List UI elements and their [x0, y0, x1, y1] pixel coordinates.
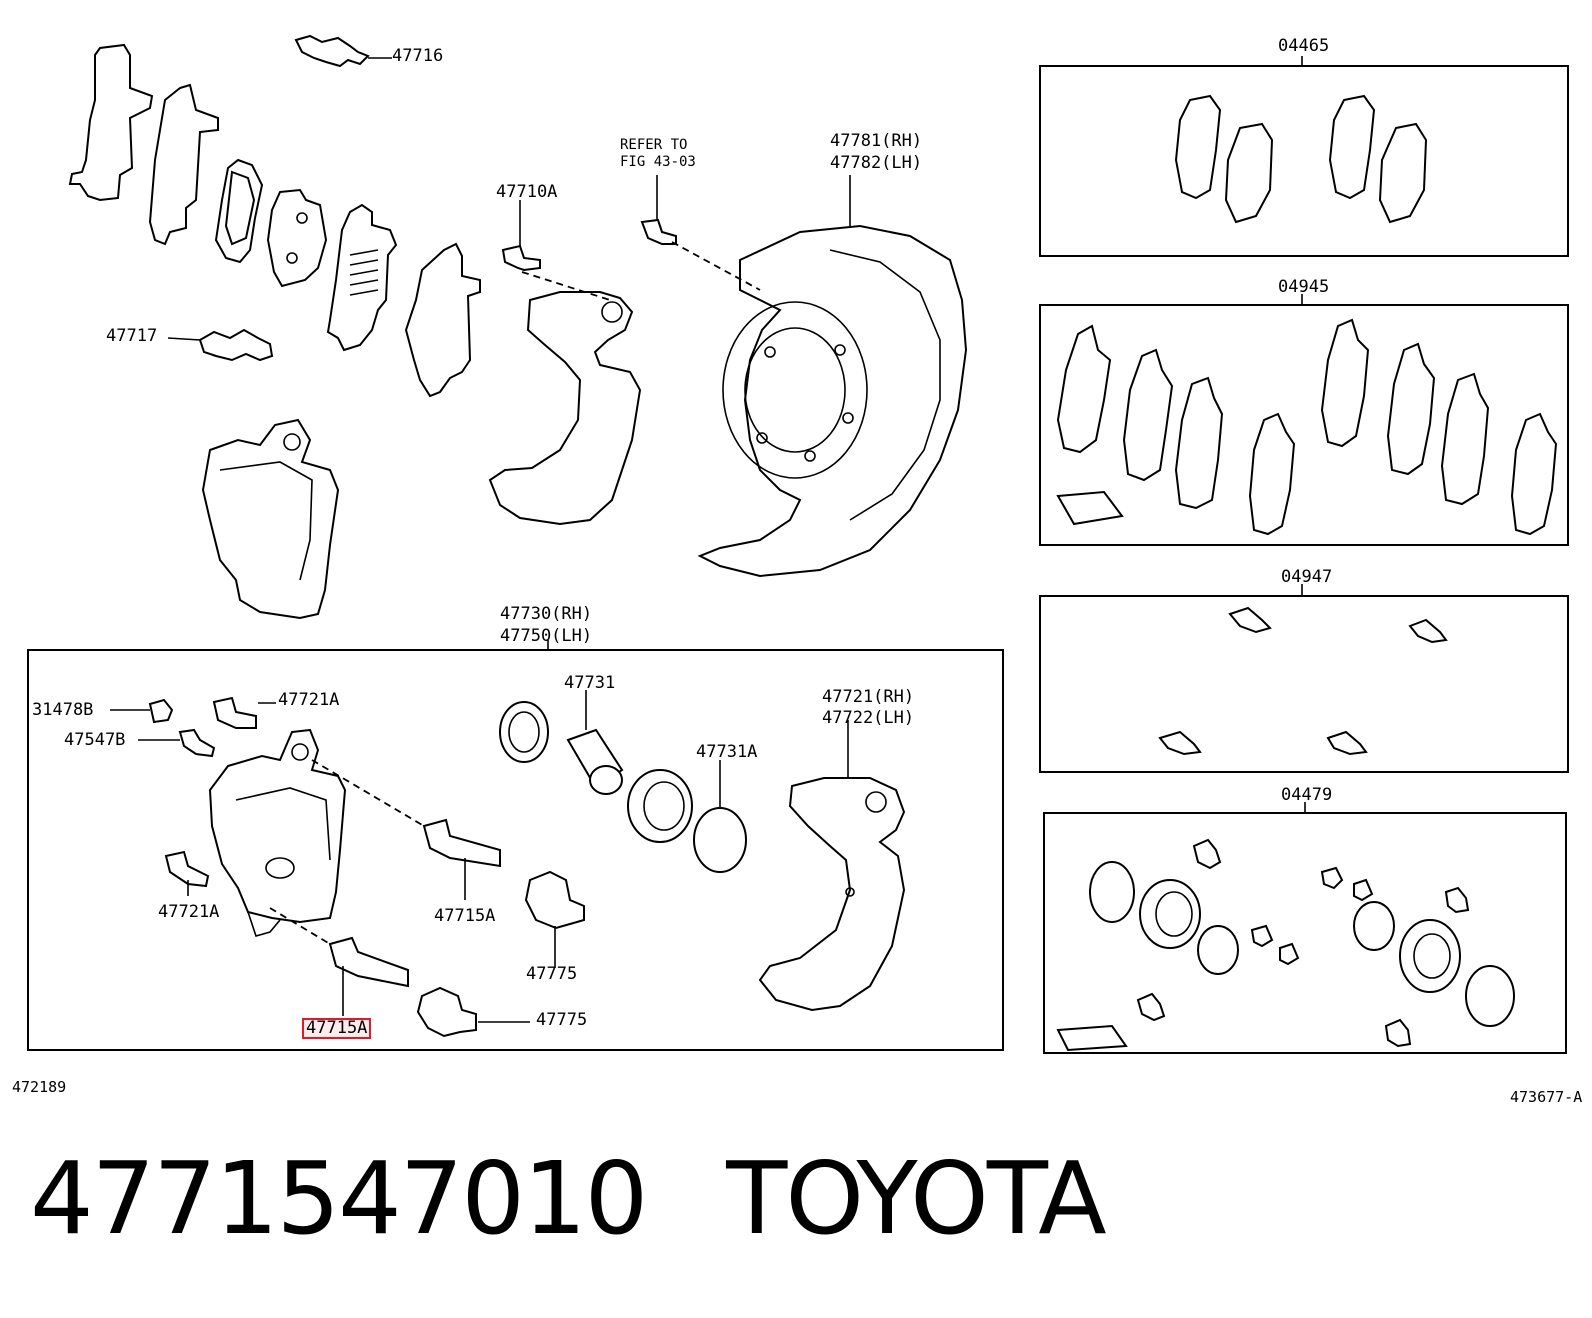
- bleeder-47547B: [138, 728, 216, 758]
- pad-clip-47717: [167, 328, 274, 362]
- kit-box-04945: [1039, 304, 1569, 546]
- torque-plate-47721: [758, 720, 906, 1012]
- kit-box-04947: [1039, 595, 1569, 773]
- figure-number-right: 473677-A: [1510, 1088, 1583, 1106]
- label-47781: 47781(RH): [830, 131, 923, 151]
- kit-code-04479: 04479: [1281, 785, 1333, 805]
- label-47547B: 47547B: [64, 730, 126, 750]
- label-47775-upper: 47775: [526, 964, 578, 984]
- label-47731: 47731: [564, 673, 616, 693]
- label-47721A-top: 47721A: [278, 690, 340, 710]
- kit-box-04465: [1039, 65, 1569, 257]
- bolt-47721A-top: [212, 696, 276, 729]
- kit-code-04465: 04465: [1278, 36, 1330, 56]
- kit-code-04947: 04947: [1281, 567, 1333, 587]
- figure-number-left: 472189: [12, 1078, 67, 1096]
- label-47722: 47722(LH): [822, 708, 915, 728]
- label-47716: 47716: [392, 46, 444, 66]
- caliper-body: [208, 728, 347, 937]
- caliper-ghost: [201, 418, 340, 620]
- label-47721: 47721(RH): [822, 687, 915, 707]
- pad-shim-outer: [68, 43, 219, 246]
- cap-31478B: [110, 698, 174, 724]
- part-footer: 4771547010 TOYOTA: [30, 1140, 1107, 1257]
- snap-ring-47731A: [693, 760, 747, 873]
- boot-47775-lower: [416, 986, 530, 1038]
- kit-04479-parts: [1056, 838, 1515, 1052]
- label-47782: 47782(LH): [830, 153, 923, 173]
- pad-clip-47716: [294, 34, 392, 68]
- piston-seal: [627, 769, 693, 843]
- bolt-refer: [640, 175, 761, 291]
- caliper-assembly-box: [27, 649, 1004, 1051]
- kit-box-04479: [1043, 812, 1567, 1054]
- kit-04947-clips: [1158, 606, 1448, 756]
- anti-squeal-shim-b: [404, 242, 481, 398]
- label-31478B: 31478B: [32, 700, 94, 720]
- dust-shield: [697, 175, 968, 578]
- seal-ring-47731: [499, 701, 549, 763]
- guide-pin-47715A-bottom: [269, 907, 409, 1016]
- brake-pad-outer: [266, 188, 328, 288]
- label-47730: 47730(RH): [500, 604, 593, 624]
- label-47721A-bottom: 47721A: [158, 902, 220, 922]
- piston-47731: [566, 690, 624, 795]
- label-47717: 47717: [106, 326, 158, 346]
- label-refer-line2: FIG 43-03: [620, 154, 696, 170]
- label-47710A: 47710A: [496, 182, 558, 202]
- label-47715A-mid: 47715A: [434, 906, 496, 926]
- label-47775-lower: 47775: [536, 1010, 588, 1030]
- brake-pad-inner: [214, 158, 264, 264]
- bolt-47721A-bottom: [164, 850, 210, 896]
- brand-name: TOYOTA: [726, 1140, 1106, 1257]
- label-47715A-highlighted[interactable]: 47715A: [301, 1018, 372, 1039]
- bolt-47710A: [501, 200, 541, 272]
- label-47731A: 47731A: [696, 742, 758, 762]
- boot-47775-upper: [524, 870, 585, 968]
- kit-code-04945: 04945: [1278, 277, 1330, 297]
- kit-04945-shims: [1056, 318, 1558, 536]
- kit-04465-pads: [1174, 94, 1428, 224]
- label-47750: 47750(LH): [500, 626, 593, 646]
- part-number: 4771547010: [30, 1140, 648, 1257]
- mounting-bracket-ghost: [488, 271, 642, 526]
- guide-pin-47715A-top: [311, 759, 501, 900]
- label-refer-line1: REFER TO: [620, 137, 688, 153]
- anti-squeal-shim-a: [326, 203, 398, 352]
